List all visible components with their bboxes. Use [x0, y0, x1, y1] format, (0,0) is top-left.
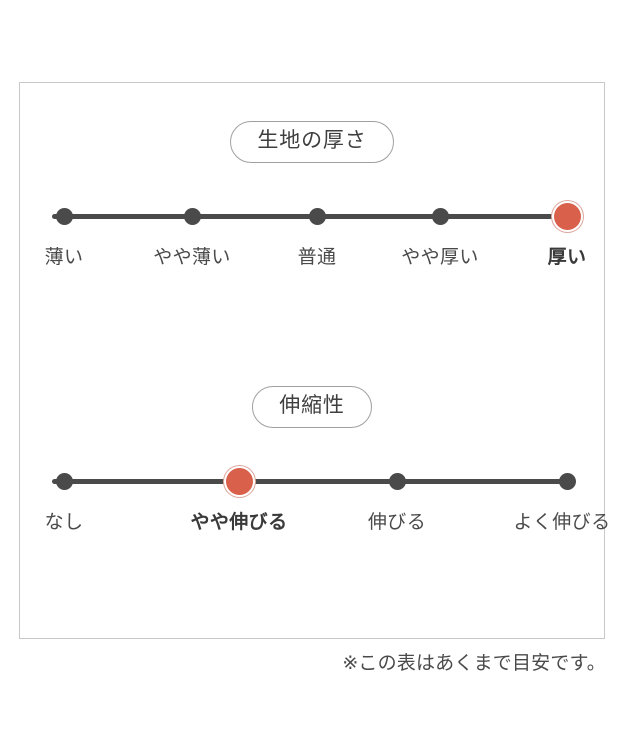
scale-label-stretch-1: なし	[44, 512, 84, 534]
section-thickness: 生地の厚さ 薄い やや薄い 普通 やや厚い 厚い	[20, 121, 604, 275]
scale-track-stretch	[52, 478, 572, 484]
scale-node-stretch-4[interactable]	[558, 472, 576, 490]
scale-node-thickness-4[interactable]	[431, 207, 449, 225]
scale-node-thickness-5[interactable]	[553, 202, 581, 230]
scale-node-stretch-2[interactable]	[225, 467, 253, 495]
heading-row-thickness: 生地の厚さ	[20, 121, 604, 164]
scale-node-thickness-1[interactable]	[55, 207, 73, 225]
scale-label-thickness-4: やや厚い	[401, 247, 479, 269]
scale-node-stretch-3[interactable]	[388, 472, 406, 490]
footnote-disclaimer: ※この表はあくまで目安です。	[342, 653, 606, 674]
section-heading-stretch: 伸縮性	[252, 386, 372, 429]
scale-label-stretch-4: よく伸びる	[513, 512, 611, 534]
scale-label-stretch-3: 伸びる	[367, 512, 427, 534]
scale-label-thickness-2: やや薄い	[153, 247, 231, 269]
scale-node-thickness-3[interactable]	[308, 207, 326, 225]
scale-stretch[interactable]	[52, 466, 576, 496]
section-heading-thickness: 生地の厚さ	[230, 121, 394, 164]
scale-node-stretch-1[interactable]	[55, 472, 73, 490]
scale-labels-stretch: なし やや伸びる 伸びる よく伸びる	[45, 510, 610, 540]
scale-label-thickness-3: 普通	[297, 247, 337, 269]
heading-row-stretch: 伸縮性	[20, 386, 604, 429]
scale-labels-thickness: 薄い やや薄い 普通 やや厚い 厚い	[45, 245, 586, 275]
scale-node-thickness-2[interactable]	[183, 207, 201, 225]
scale-label-thickness-5: 厚い	[547, 247, 587, 269]
section-stretch: 伸縮性 なし やや伸びる 伸びる よく伸びる	[20, 386, 610, 540]
spec-card: 生地の厚さ 薄い やや薄い 普通 やや厚い 厚い 伸縮性	[19, 82, 610, 639]
scale-label-stretch-2: やや伸びる	[190, 512, 288, 534]
scale-label-thickness-1: 薄い	[44, 247, 84, 269]
scale-thickness[interactable]	[52, 201, 581, 231]
